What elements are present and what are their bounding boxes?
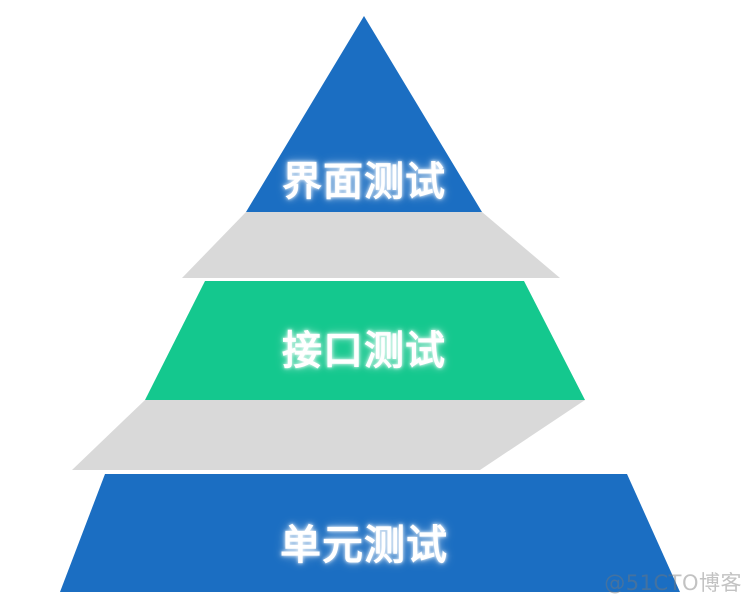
pyramid-tier-label-unit-testing: 单元测试 [280, 521, 448, 569]
pyramid-tier-label-ui-testing: 界面测试 [282, 159, 446, 205]
pyramid-tier-unit-testing[interactable] [60, 474, 680, 592]
shadow-band-lower [72, 400, 585, 470]
pyramid-tier-api-testing[interactable] [145, 281, 585, 400]
pyramid-tier-ui-testing[interactable] [246, 16, 482, 212]
pyramid-tier-label-api-testing: 接口测试 [282, 328, 446, 374]
shadow-band-upper [182, 212, 560, 278]
watermark-label: @51CTO博客 [604, 571, 742, 595]
